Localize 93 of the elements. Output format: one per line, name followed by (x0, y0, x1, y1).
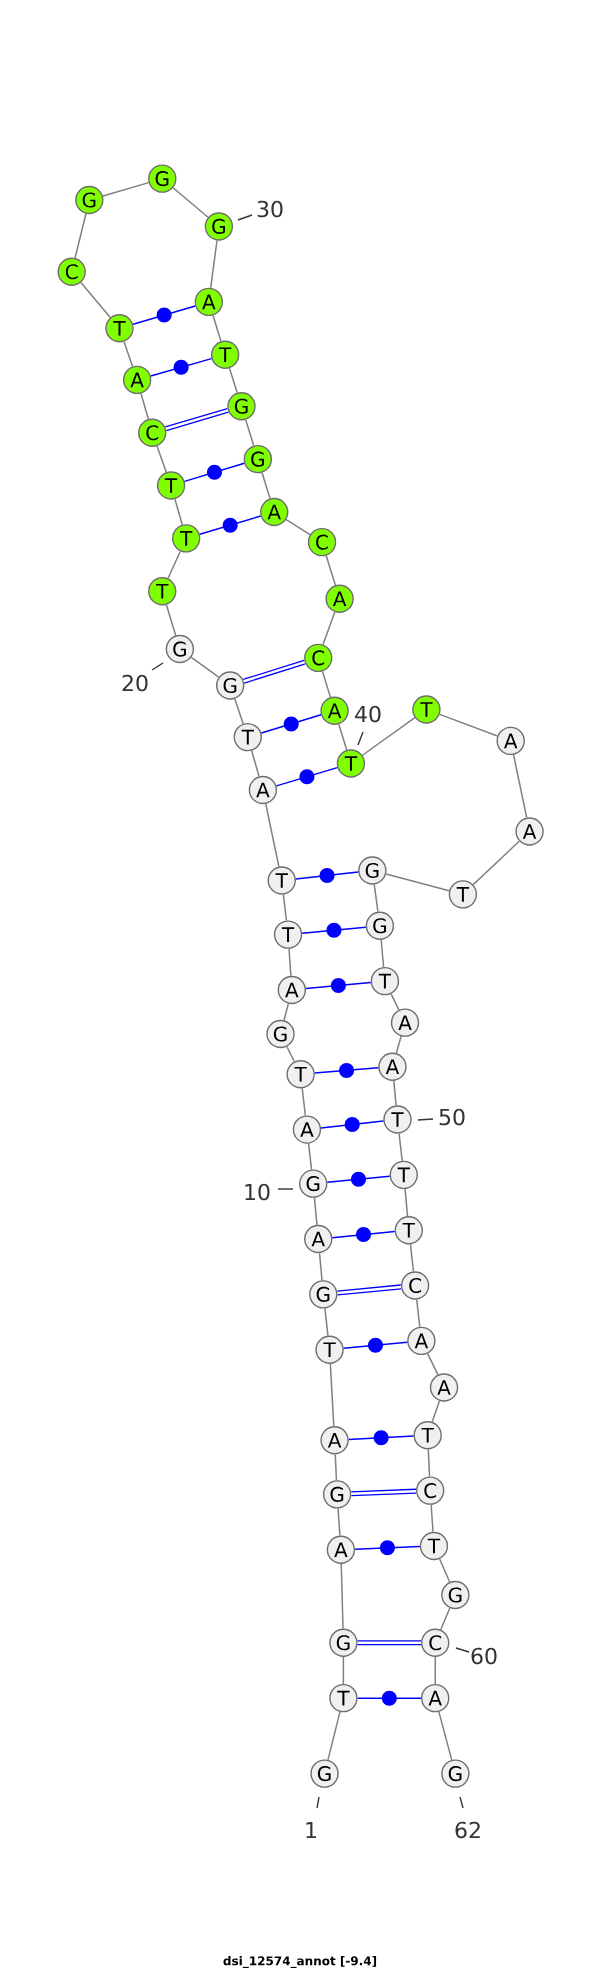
base-pair-line (336, 1288, 402, 1296)
backbone-line (212, 314, 222, 342)
backbone-line (190, 656, 220, 678)
backbone-line (318, 1252, 323, 1281)
backbone-line (340, 1563, 344, 1630)
position-number: 50 (439, 1108, 465, 1126)
backbone-line (234, 698, 244, 725)
backbone-line (321, 670, 332, 698)
base-pair-line (336, 1284, 402, 1292)
base-pair-line (295, 868, 359, 883)
backbone-line (165, 604, 177, 637)
backbone-line (285, 518, 311, 536)
backbone-line (431, 1400, 441, 1423)
base-pair-line (326, 1171, 391, 1187)
backbone-line (174, 498, 183, 526)
base-pair-line (342, 1337, 408, 1353)
backbone-line (385, 873, 450, 892)
backbone-line (140, 392, 150, 420)
backbone-line (337, 1507, 341, 1537)
backbone-line (156, 445, 168, 473)
position-number: 30 (257, 200, 283, 218)
backbone-line (380, 939, 385, 968)
backbone-line (426, 1352, 439, 1376)
backbone-line (427, 1448, 431, 1478)
backbone-line (228, 367, 238, 394)
base-pair-line (348, 1430, 415, 1446)
position-number: 60 (471, 1647, 497, 1665)
backbone-line (74, 213, 87, 259)
backbone-line (438, 1711, 453, 1761)
base-pair-line (132, 305, 196, 326)
backbone-line (80, 281, 112, 319)
backbone-line (373, 883, 379, 913)
position-number: 10 (245, 1183, 270, 1201)
backbone-line (409, 1243, 415, 1273)
base-pair-line (305, 978, 372, 994)
backbone-line (209, 239, 218, 289)
base-pair-line (356, 1644, 422, 1646)
backbone-line (329, 1363, 335, 1427)
caption: dsi_12574_annot [-9.4] (223, 1956, 377, 1968)
base-pair-line (356, 1690, 422, 1706)
base-pair-line (350, 1492, 417, 1497)
backbone-line (327, 1711, 341, 1761)
backbone-line (342, 1656, 345, 1685)
base-pair-line (356, 1640, 422, 1642)
backbone-line (440, 1607, 451, 1631)
backbone-line (283, 1002, 290, 1021)
base-pair-line (301, 922, 367, 938)
backbone-line (322, 611, 336, 646)
base-pair-line (275, 766, 339, 787)
backbone-line (265, 803, 280, 868)
backbone-line (167, 550, 182, 579)
backbone-line (325, 554, 337, 586)
backbone-line (472, 840, 520, 886)
backbone-line (261, 471, 271, 500)
base-pair-line (199, 515, 262, 536)
backbone-line (398, 1132, 403, 1162)
backbone-line (102, 181, 150, 197)
base-pair-line (183, 462, 246, 483)
backbone-line (288, 948, 292, 977)
backbone-line (390, 993, 400, 1011)
backbone-line (324, 1307, 329, 1337)
backbone-line (282, 893, 288, 922)
backbone-line (244, 419, 255, 447)
base-pair-line (150, 357, 213, 377)
backbone-line (307, 1142, 313, 1171)
backbone-line (334, 1453, 338, 1481)
backbone-line (313, 1197, 318, 1226)
base-pair-line (354, 1540, 421, 1556)
backbone-line (172, 187, 209, 218)
base-pair-line (320, 1117, 385, 1133)
backbone-line (361, 716, 416, 756)
backbone-line (404, 1188, 409, 1217)
backbone-line (338, 723, 348, 751)
backbone-line (430, 1504, 434, 1533)
backbone-line (438, 1558, 451, 1583)
base-pair-line (314, 1062, 380, 1078)
position-number: 62 (455, 1821, 480, 1839)
backbone-line (439, 713, 499, 737)
position-number: 20 (122, 674, 148, 692)
base-pair-line (331, 1227, 396, 1243)
backbone-line (512, 754, 528, 819)
position-number: 1 (306, 1822, 316, 1839)
backbone-line (393, 1080, 397, 1107)
base-pair-line (260, 714, 322, 734)
backbone-line (286, 1045, 296, 1063)
backbone-line (395, 1035, 402, 1054)
position-number: 40 (355, 705, 381, 723)
base-pair-line (350, 1488, 417, 1493)
backbone-line (123, 341, 134, 368)
backbone-line (250, 750, 260, 778)
backbone-line (301, 1087, 307, 1117)
backbone-line (434, 1656, 436, 1685)
backbone-line (415, 1298, 421, 1328)
